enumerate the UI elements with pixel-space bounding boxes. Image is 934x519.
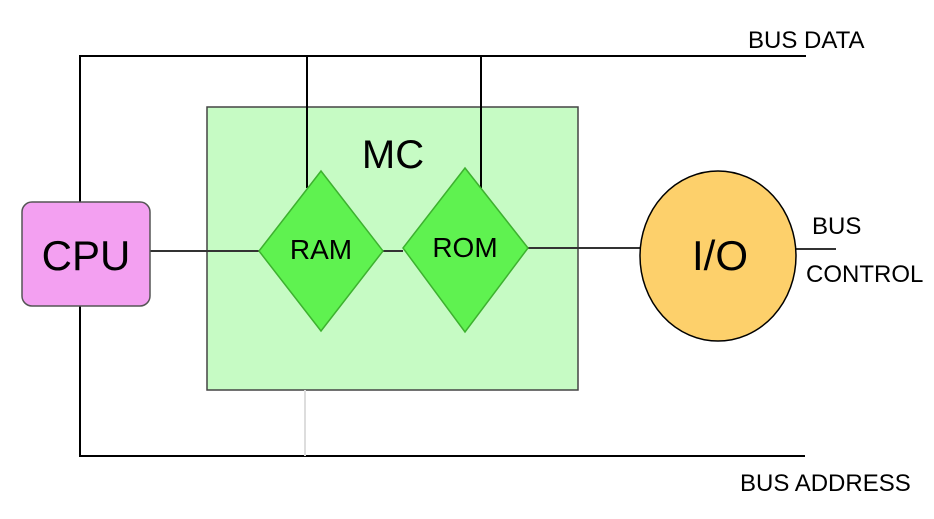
bus-address-label: BUS ADDRESS	[740, 470, 911, 497]
io-block: I/O	[639, 170, 797, 342]
data-bus-line	[79, 55, 806, 202]
address-bus-line	[79, 306, 805, 457]
bus-control-label-line1: BUS	[812, 213, 861, 240]
ram-diamond	[258, 169, 384, 333]
rom-block: ROM	[402, 166, 529, 334]
bus-control-label-line2: CONTROL	[806, 261, 923, 288]
control-bus-links	[150, 247, 836, 252]
rom-label: ROM	[432, 232, 497, 263]
cpu-block: CPU	[21, 201, 151, 307]
ram-block: RAM	[258, 169, 384, 333]
memory-controller-label: MC	[362, 133, 424, 177]
cpu-box	[21, 201, 151, 307]
bus-data-label: BUS DATA	[748, 27, 864, 54]
cpu-label: CPU	[42, 232, 131, 279]
address-bus: BUS ADDRESS	[79, 306, 911, 497]
data-bus: BUS DATA	[79, 27, 864, 202]
io-ellipse	[639, 170, 797, 342]
bus-control-label: BUS CONTROL	[806, 213, 923, 288]
rom-diamond	[402, 166, 529, 334]
io-label: I/O	[692, 232, 748, 279]
ram-label: RAM	[290, 234, 352, 265]
